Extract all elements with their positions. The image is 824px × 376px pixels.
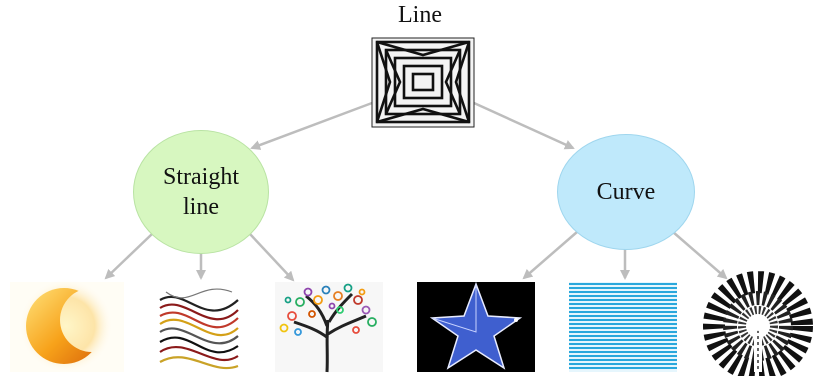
connector-straight-to-tree bbox=[249, 233, 295, 282]
crescent-moon-image bbox=[10, 278, 124, 374]
connector-curve-to-star bbox=[522, 231, 578, 280]
wavy-strands-image bbox=[159, 282, 239, 372]
curve-node-label: Curve bbox=[596, 179, 656, 205]
connector-straight-to-moon bbox=[104, 233, 153, 280]
circle-tree-image bbox=[275, 282, 383, 373]
straight-line-node-label: Straight line bbox=[163, 164, 239, 220]
nested-squares-image bbox=[371, 37, 475, 128]
star-image bbox=[417, 281, 535, 372]
radial-tunnel-image bbox=[703, 271, 813, 376]
curve-node: Curve bbox=[557, 134, 695, 250]
connector-root-to-straight bbox=[250, 101, 373, 150]
connector-curve-to-tunnel bbox=[672, 231, 728, 280]
straight-line-node: Straight line bbox=[133, 130, 269, 254]
connector-root-to-curve bbox=[473, 101, 575, 150]
root-node-label: Line bbox=[398, 2, 442, 28]
horizontal-stripes-image bbox=[569, 282, 677, 372]
